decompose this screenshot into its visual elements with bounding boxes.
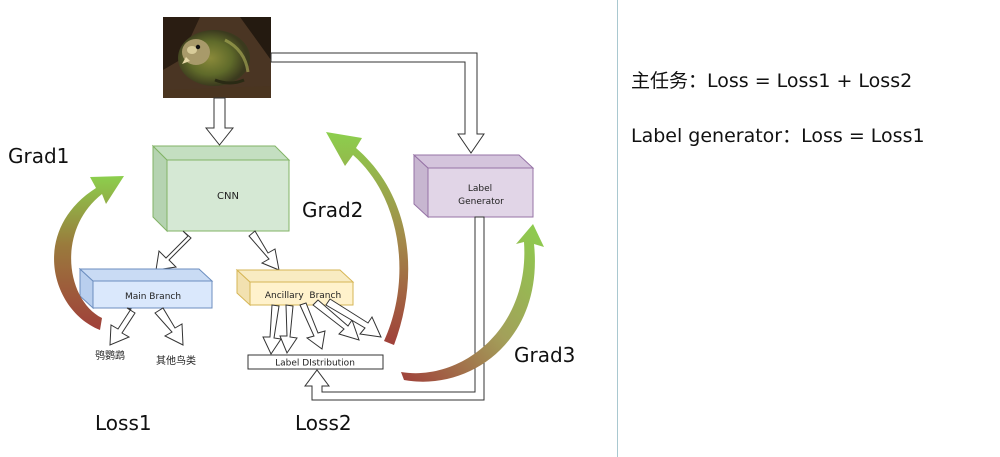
label-generator-formula: Label generator：Loss = Loss1 bbox=[631, 125, 925, 147]
arrow-cnn-to-main bbox=[155, 230, 192, 271]
grad3-curved-arrow bbox=[401, 224, 544, 382]
output-kakapo-label: 鸮鹦鹉 bbox=[95, 349, 125, 362]
grad1-label: Grad1 bbox=[8, 144, 69, 168]
label-generator-box: Label Generator bbox=[412, 153, 535, 219]
label-distribution-label: Label DIstribution bbox=[275, 359, 355, 369]
divider-line bbox=[617, 0, 618, 457]
label-distribution-box: Label DIstribution bbox=[247, 354, 384, 370]
input-image bbox=[163, 17, 271, 98]
ancillary-branch-box: Ancillary Branch bbox=[235, 268, 355, 307]
main-branch-label: Main Branch bbox=[125, 292, 181, 302]
arrow-image-to-generator bbox=[270, 52, 485, 154]
loss2-label: Loss2 bbox=[295, 411, 352, 435]
network-diagram: CNN Label Generator Main Branch Ancillar… bbox=[8, 17, 575, 435]
ancillary-branch-label: Ancillary Branch bbox=[265, 291, 341, 301]
arrow-main-to-kakapo bbox=[109, 307, 136, 346]
grad2-label: Grad2 bbox=[302, 198, 363, 222]
label-generator-label-line1: Label bbox=[468, 184, 492, 194]
arrow-generator-to-distribution bbox=[304, 216, 485, 401]
arrows-ancillary-to-distribution bbox=[262, 298, 382, 356]
main-branch-box: Main Branch bbox=[78, 267, 214, 310]
arrow-image-to-cnn bbox=[204, 97, 235, 146]
label-generator-label-line2: Generator bbox=[458, 197, 504, 207]
cnn-box: CNN bbox=[151, 144, 291, 233]
grad2-curved-arrow bbox=[326, 132, 409, 345]
output-other-birds-label: 其他鸟类 bbox=[156, 354, 196, 367]
loss1-label: Loss1 bbox=[95, 411, 152, 435]
arrow-cnn-to-ancillary bbox=[248, 230, 280, 271]
cnn-label: CNN bbox=[217, 191, 239, 202]
grad1-curved-arrow bbox=[54, 176, 124, 330]
arrow-main-to-other bbox=[154, 307, 184, 346]
main-task-formula: 主任务：Loss = Loss1 + Loss2 bbox=[631, 70, 913, 92]
grad3-label: Grad3 bbox=[514, 343, 575, 367]
